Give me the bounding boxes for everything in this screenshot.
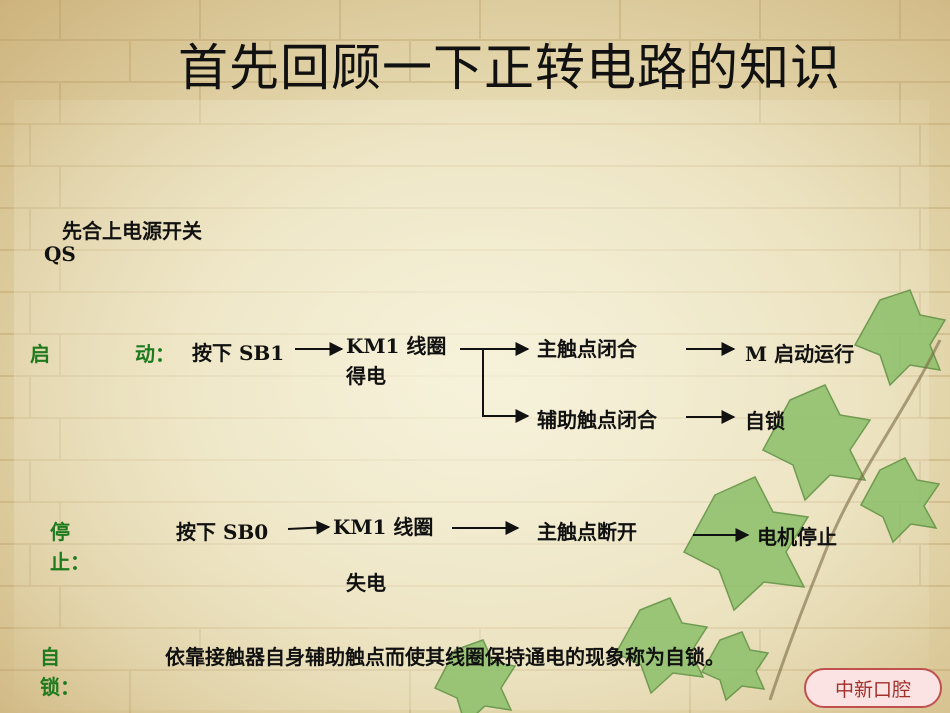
leaf-icon: [761, 384, 872, 502]
leaf-icon: [859, 457, 941, 544]
start-motor-run: M 启动运行: [745, 342, 855, 366]
selflock-definition: 依靠接触器自身辅助触点而使其线圈保持通电的现象称为自锁。: [165, 645, 725, 669]
start-main-contact: 主触点闭合: [537, 337, 637, 361]
stop-press: 按下 SB0: [176, 520, 269, 544]
page-title: 首先回顾一下正转电路的知识: [178, 39, 841, 97]
start-coil-b: 得电: [346, 364, 386, 388]
start-press: 按下 SB1: [192, 341, 285, 365]
selflock-label-a: 自: [40, 645, 60, 669]
stop-coil-b: 失电: [346, 571, 386, 595]
leaf-icon: [433, 639, 517, 713]
leaf-icon: [682, 476, 810, 612]
start-self-lock: 自锁: [745, 409, 785, 433]
start-label-a: 启: [30, 342, 50, 366]
leaf-icon: [614, 597, 709, 695]
start-aux-contact: 辅助触点闭合: [537, 408, 657, 432]
content-panel: [14, 100, 929, 710]
stop-label-b: 止：: [50, 550, 90, 574]
intro-line-1: 先合上电源开关: [62, 219, 202, 243]
stop-coil-a: KM1 线圈: [333, 515, 434, 539]
stop-motor-stop: 电机停止: [757, 525, 837, 549]
selflock-label-b: 锁：: [40, 675, 80, 699]
arrow-stop-press-to-coil: [287, 520, 331, 535]
start-label-b: 动：: [135, 342, 175, 366]
start-coil-a: KM1 线圈: [346, 334, 447, 358]
leaf-icon: [700, 631, 770, 702]
stop-label-a: 停: [50, 520, 70, 544]
intro-line-2: QS: [44, 242, 76, 266]
leaf-icon: [853, 289, 947, 387]
arrow-coil-to-aux: [482, 349, 530, 423]
stop-main-contact: 主触点断开: [537, 520, 637, 544]
brand-stamp: 中新口腔: [804, 668, 942, 708]
